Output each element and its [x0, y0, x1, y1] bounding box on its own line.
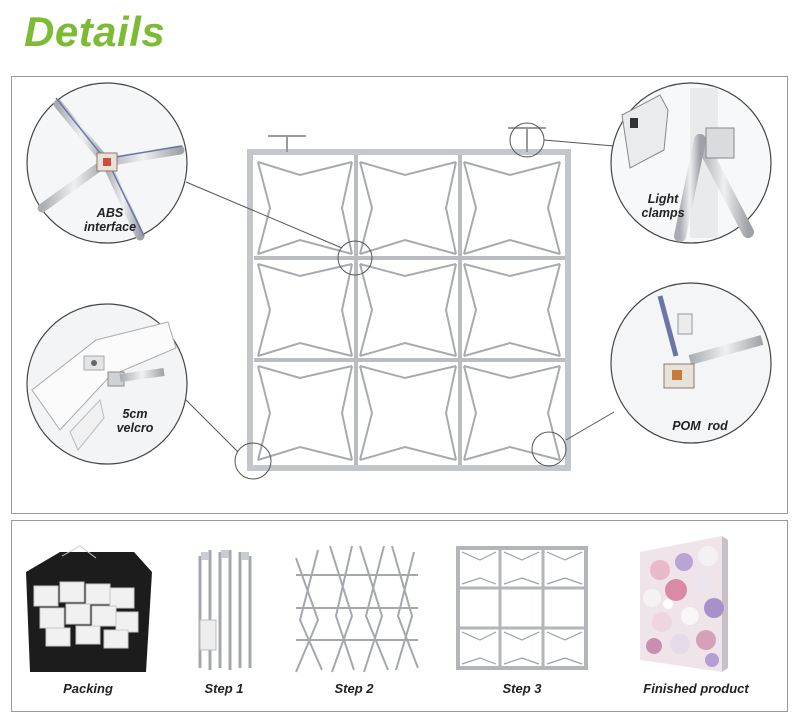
- page-title: Details: [24, 8, 166, 55]
- step-caption-step1: Step 1: [204, 681, 244, 696]
- velcro-marker: [234, 442, 272, 480]
- step-caption-step2: Step 2: [334, 681, 374, 696]
- abs-marker: [337, 240, 373, 276]
- step-caption-packing: Packing: [63, 681, 113, 696]
- packing-image: [26, 545, 152, 672]
- velcro-label: 5cm velcro: [110, 407, 160, 435]
- pom-marker: [531, 431, 567, 467]
- velcro-line2: velcro: [116, 421, 154, 435]
- abs-interface-label: ABS interface: [70, 206, 150, 234]
- light-clamps-label: Light clamps: [628, 192, 698, 220]
- velcro-line1: 5cm: [122, 407, 148, 421]
- callout-pom-rod: [610, 282, 772, 444]
- light-clamps-line1: Light: [647, 192, 679, 206]
- callout-light-clamps: [610, 82, 774, 244]
- finished-product-image: [640, 536, 728, 672]
- step2-image: [295, 545, 419, 673]
- step3-image: [456, 546, 588, 670]
- callout-velcro: [26, 303, 188, 465]
- abs-interface-line1: ABS: [96, 206, 124, 220]
- main-frame: [247, 127, 571, 471]
- step-caption-finished: Finished product: [643, 681, 749, 696]
- callout-abs-interface: [26, 82, 188, 244]
- abs-interface-line2: interface: [83, 220, 137, 234]
- step-caption-step3: Step 3: [502, 681, 542, 696]
- light-clamps-line2: clamps: [641, 206, 685, 220]
- step1-image: [198, 550, 252, 670]
- pom-rod-label: POM rod: [672, 419, 728, 433]
